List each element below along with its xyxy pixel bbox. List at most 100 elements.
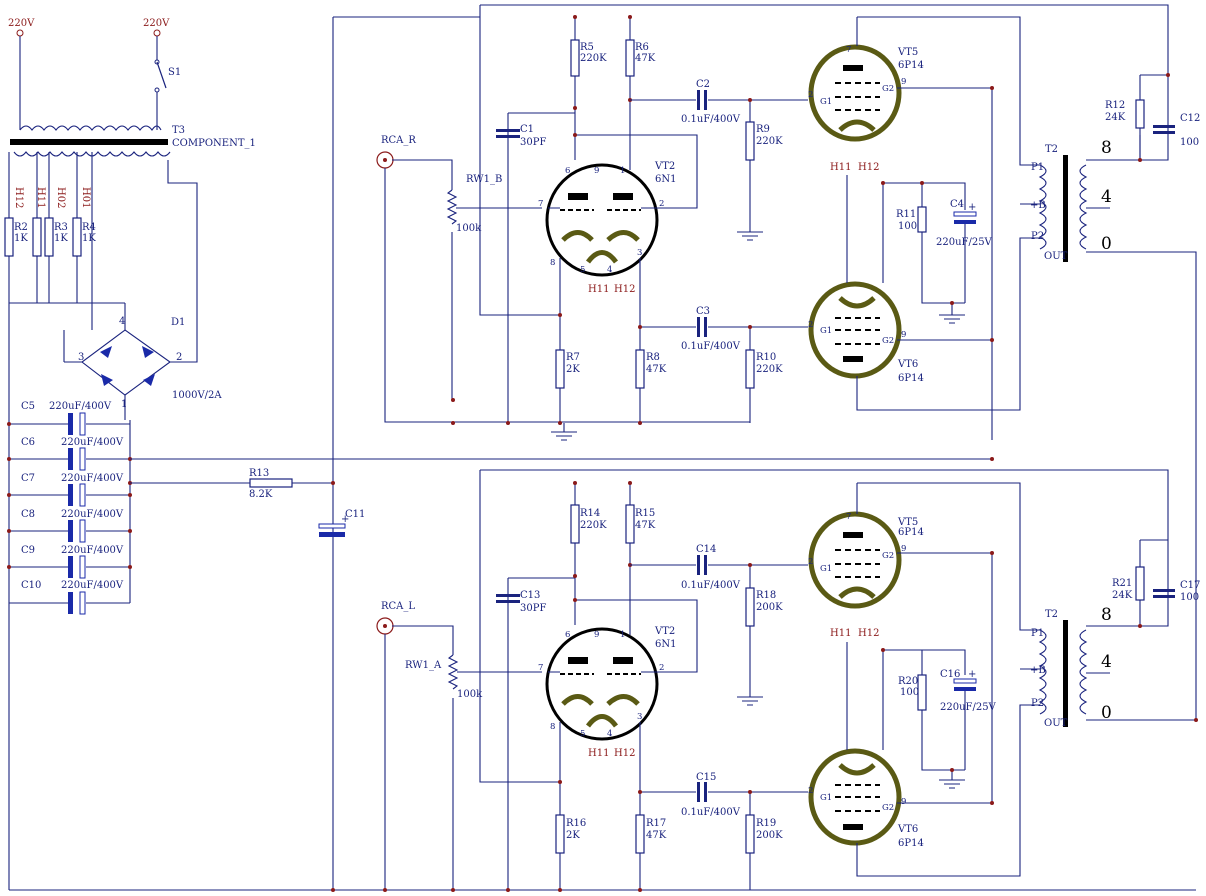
vt5-ref: VT5: [897, 47, 918, 58]
r13-value: 8.2K: [249, 489, 273, 500]
output-tube-vt6-left: VT6 6P14 2 9 G1 G2: [808, 748, 924, 849]
r3-value: 1K: [54, 233, 68, 244]
svg-text:G2: G2: [882, 551, 894, 561]
svg-text:6: 6: [565, 630, 570, 640]
svg-text:9: 9: [901, 330, 906, 340]
c17-ref: C17: [1180, 580, 1200, 591]
r11-ref: R11: [896, 209, 916, 220]
r8-value: 47K: [646, 364, 667, 375]
resistor-r16: [555, 814, 565, 854]
tap-h01: H01: [80, 187, 91, 208]
bridge-pin-4: 4: [119, 316, 125, 327]
svg-text:2: 2: [808, 557, 813, 567]
c15-ref: C15: [696, 772, 716, 783]
c7-value: 220uF/400V: [61, 473, 124, 484]
svg-text:P1: P1: [1031, 628, 1044, 639]
svg-text:7: 7: [846, 45, 851, 55]
rca-r-label: RCA_R: [381, 135, 416, 146]
rw1a-ref: RW1_A: [405, 660, 442, 671]
svg-text:0: 0: [1101, 703, 1112, 723]
vt6-left-ref: VT6: [897, 824, 918, 835]
r21-value: 24K: [1112, 590, 1133, 601]
vt2-left-ref: VT2: [654, 626, 675, 637]
svg-text:2: 2: [808, 786, 813, 796]
r3-ref: R3: [54, 222, 68, 233]
svg-text:+: +: [968, 202, 976, 213]
resistor-r13: [249, 478, 293, 488]
resistor-r18: [745, 587, 755, 627]
bridge-rectifier: 4 3 2 1 D1 1000V/2A: [63, 303, 222, 420]
svg-text:H12: H12: [858, 628, 879, 639]
mains-terminal-left: [16, 29, 24, 37]
svg-text:H11: H11: [830, 628, 851, 639]
t2-left-ref: T2: [1045, 609, 1058, 620]
vt5-type: 6P14: [898, 60, 924, 71]
c5-ref: C5: [21, 401, 35, 412]
c10-ref: C10: [21, 580, 41, 591]
r4-ref: R4: [82, 222, 96, 233]
rw1b-ref: RW1_B: [466, 174, 502, 185]
r12-ref: R12: [1105, 100, 1125, 111]
c13-ref: C13: [520, 590, 540, 601]
svg-text:+B: +B: [1030, 665, 1046, 676]
r10-value: 220K: [756, 364, 783, 375]
svg-text:+: +: [341, 514, 349, 525]
c14-value: 0.1uF/400V: [681, 580, 741, 591]
svg-text:1: 1: [620, 630, 625, 640]
c4-value: 220uF/25V: [936, 237, 993, 248]
vt2-ref: VT2: [654, 161, 675, 172]
channel-left: RCA_L RW1_A 100k C13 30PF R14 220K R15 4…: [376, 457, 1200, 892]
output-transformer-l: P1 +B P2 OUT T2 8 4 0: [1020, 605, 1196, 729]
r19-ref: R19: [756, 818, 776, 829]
t2-ref: T2: [1045, 144, 1058, 155]
resistor-r14: [570, 504, 580, 544]
resistor-r6: [625, 39, 635, 77]
vt6-left-type: 6P14: [898, 838, 924, 849]
svg-text:6: 6: [565, 166, 570, 176]
svg-text:9: 9: [594, 630, 599, 640]
tap-h12: H12: [13, 187, 24, 208]
svg-text:4: 4: [1101, 652, 1112, 672]
r16-ref: R16: [566, 818, 586, 829]
svg-text:7: 7: [538, 663, 543, 673]
r9-value: 220K: [756, 136, 783, 147]
r5-value: 220K: [580, 53, 607, 64]
c9-ref: C9: [21, 545, 35, 556]
r14-ref: R14: [580, 508, 600, 519]
vt2-type: 6N1: [655, 174, 676, 185]
rca-l-label: RCA_L: [381, 601, 415, 612]
r12-value: 24K: [1105, 112, 1126, 123]
c2-value: 0.1uF/400V: [681, 114, 741, 125]
r16-value: 2K: [566, 830, 580, 841]
svg-text:8: 8: [1101, 605, 1112, 625]
svg-text:2: 2: [659, 199, 664, 209]
r4-value: 1K: [82, 233, 96, 244]
svg-text:+: +: [968, 669, 976, 680]
resistor-r2: [4, 217, 14, 257]
svg-text:OUT: OUT: [1044, 251, 1068, 262]
c15-value: 0.1uF/400V: [681, 807, 741, 818]
svg-text:9: 9: [901, 77, 906, 87]
mains-terminal-right: [153, 29, 161, 37]
svg-text:H11: H11: [830, 162, 851, 173]
r20-value: 100: [900, 687, 919, 698]
r15-value: 47K: [635, 520, 656, 531]
c4-ref: C4: [950, 199, 964, 210]
svg-text:4: 4: [1101, 187, 1112, 207]
resistor-r21: [1135, 566, 1145, 601]
tap-h11: H11: [35, 187, 46, 208]
svg-text:G1: G1: [820, 793, 832, 803]
c1-value: 30PF: [520, 137, 546, 148]
bridge-pin-3: 3: [78, 352, 84, 363]
svg-text:4: 4: [607, 265, 612, 275]
resistor-r20: [917, 674, 927, 711]
r19-value: 200K: [756, 830, 783, 841]
svg-text:1: 1: [620, 166, 625, 176]
svg-text:2: 2: [808, 320, 813, 330]
svg-text:G1: G1: [820, 97, 832, 107]
c1-ref: C1: [520, 124, 534, 135]
svg-text:G1: G1: [820, 326, 832, 336]
resistor-r4: [72, 217, 82, 257]
resistor-r12: [1135, 99, 1145, 129]
